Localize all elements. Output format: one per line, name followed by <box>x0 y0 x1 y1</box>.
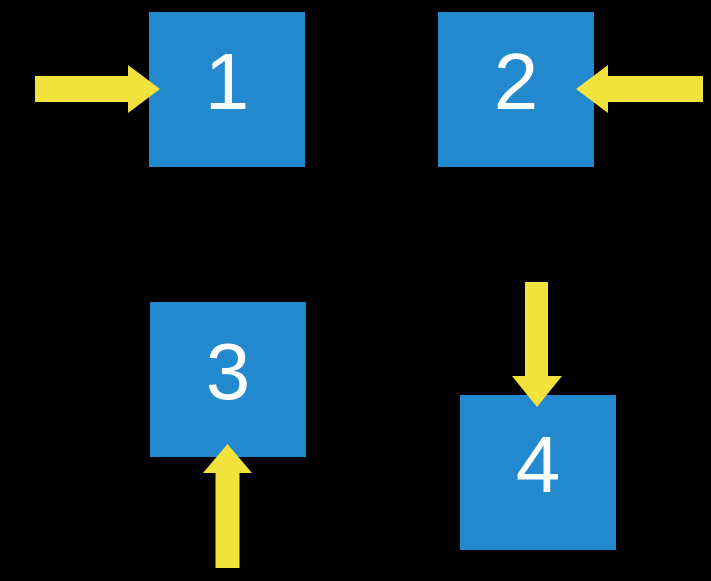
left-arrow-icon <box>576 65 703 113</box>
down-arrow-icon <box>512 282 562 407</box>
box-1-label: 1 <box>204 36 250 126</box>
up-arrow-icon <box>203 444 252 568</box>
box-4-label: 4 <box>515 419 561 509</box>
numbered-box-2: 2 <box>438 12 594 167</box>
numbered-box-4: 4 <box>460 395 616 550</box>
right-arrow-icon <box>35 65 160 113</box>
box-3-label: 3 <box>205 326 251 416</box>
box-2-label: 2 <box>493 36 539 126</box>
numbered-box-1: 1 <box>149 12 305 167</box>
numbered-box-3: 3 <box>150 302 306 457</box>
